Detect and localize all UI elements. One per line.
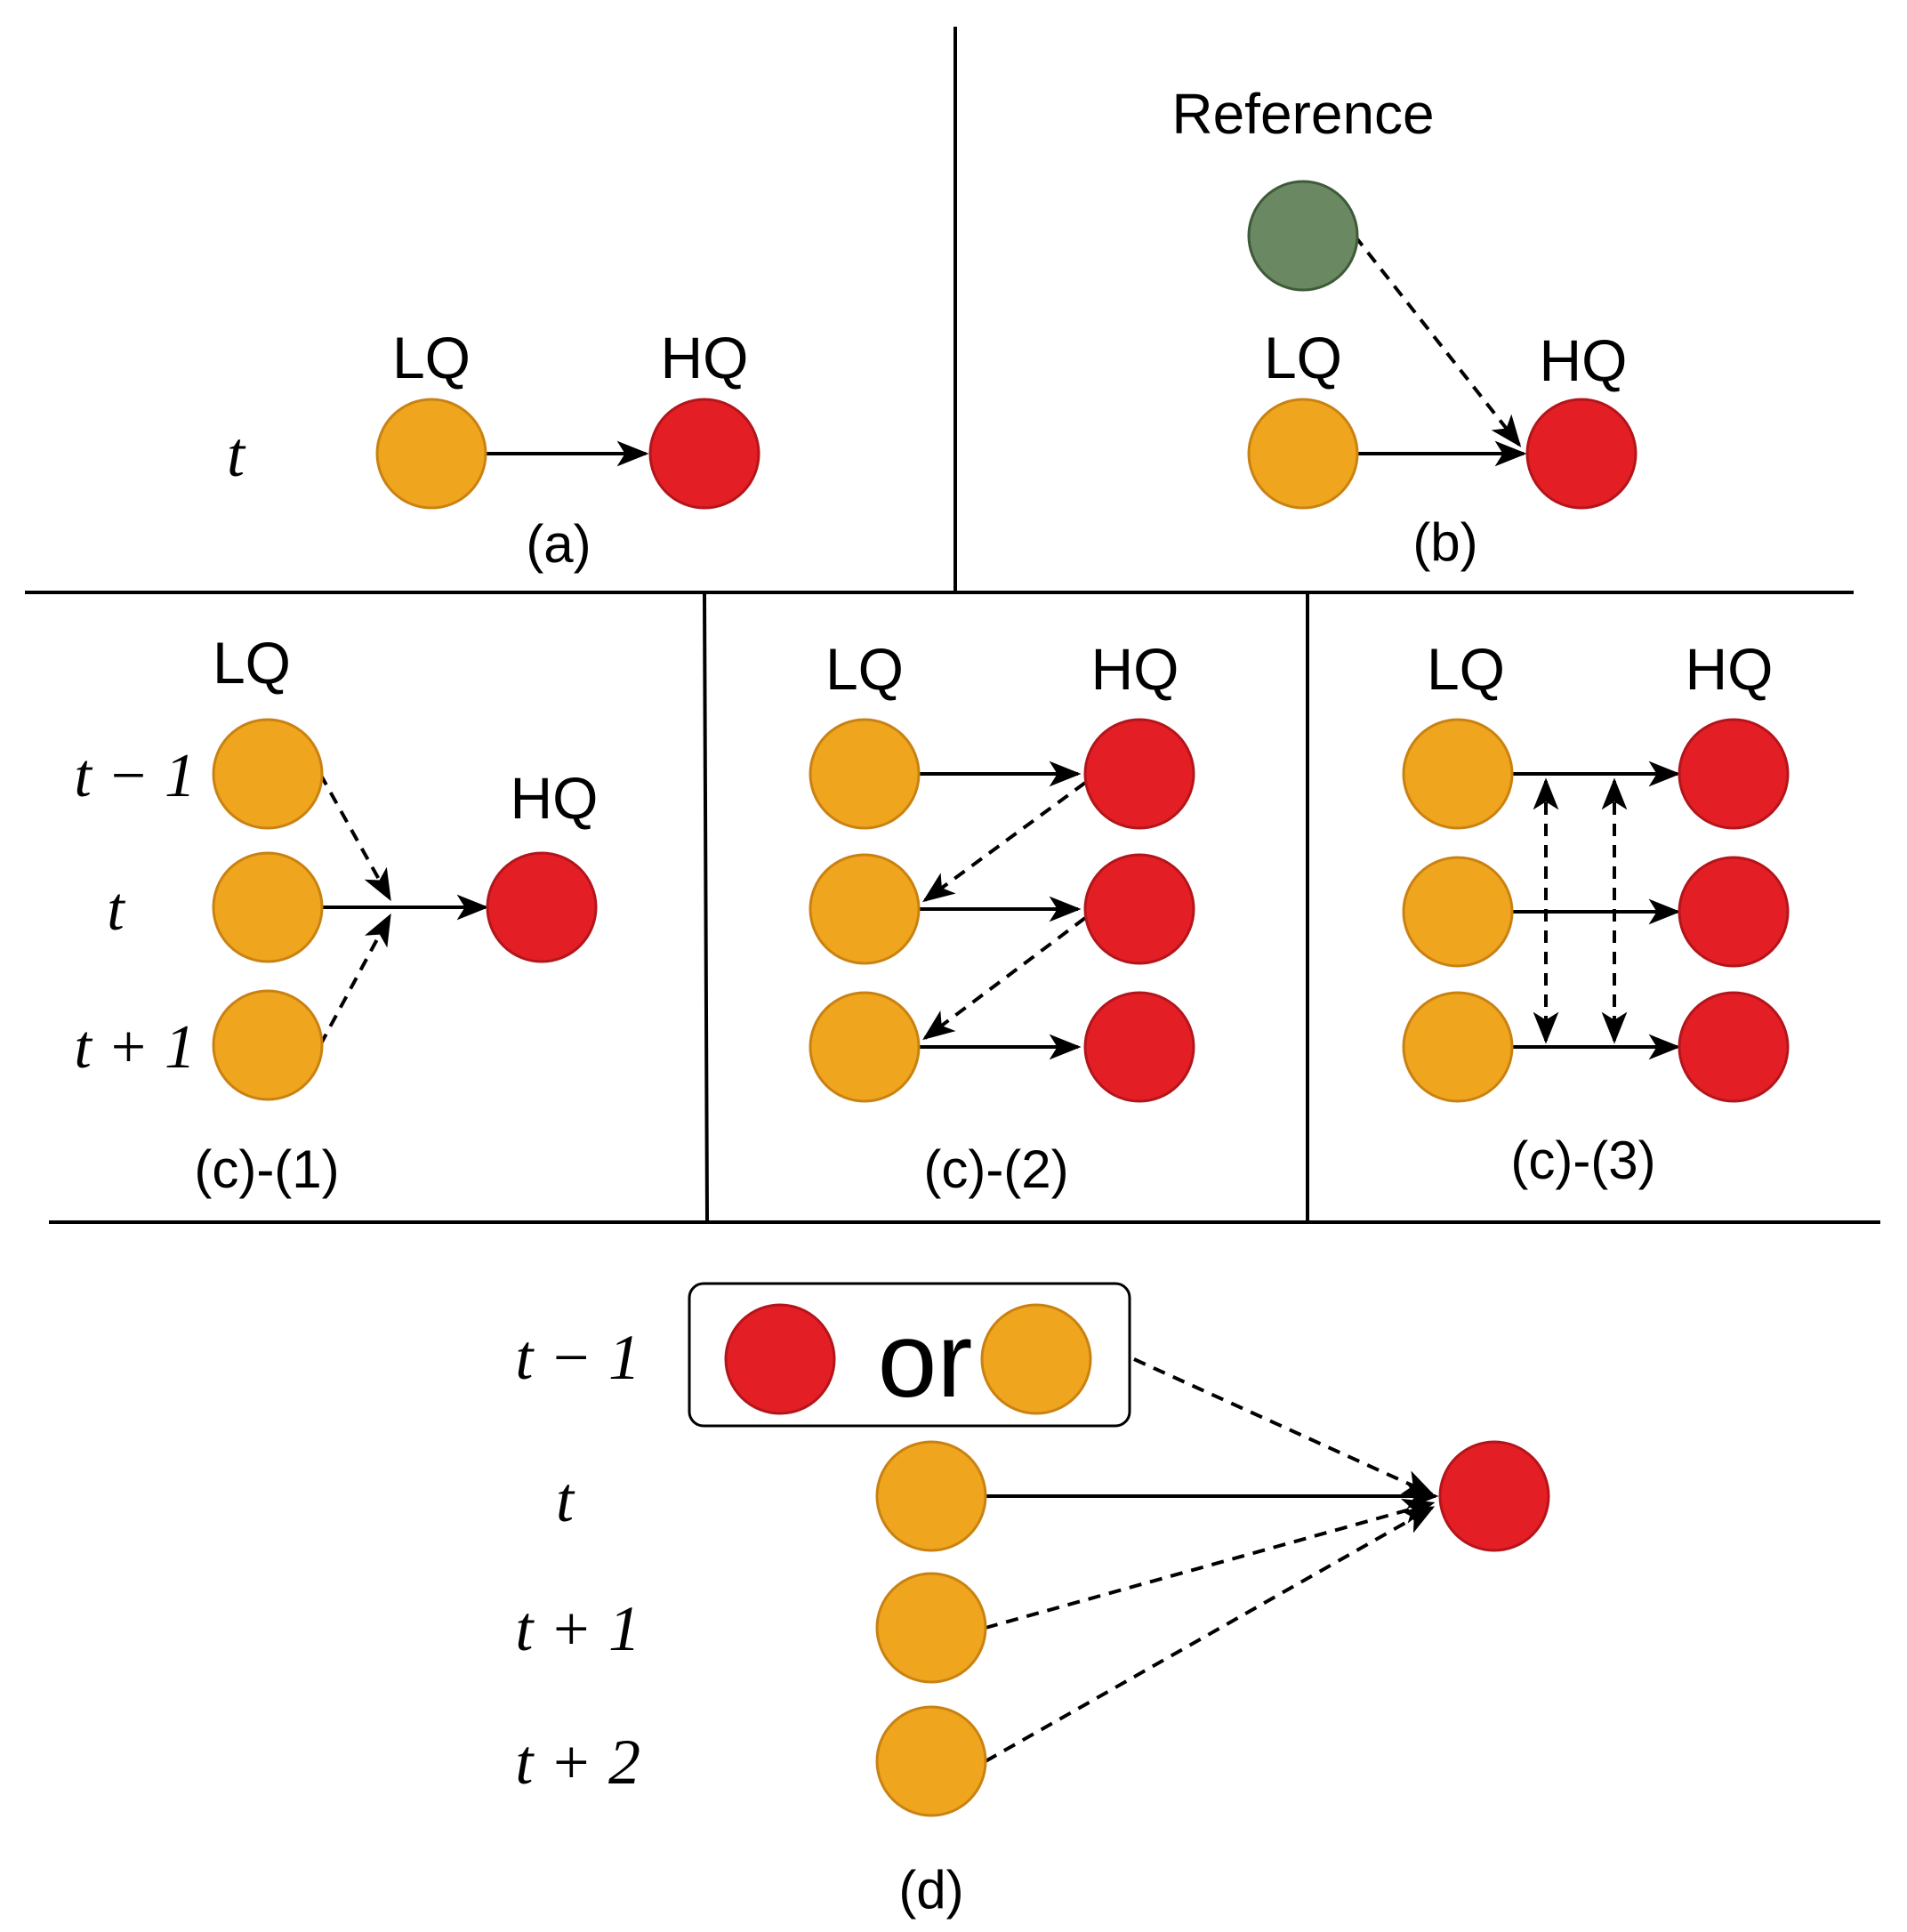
- panel-d-next-arrow: [985, 1498, 1436, 1630]
- panel-c2-lq-label: LQ: [825, 636, 904, 702]
- panel-b-reference-arrow: [1353, 234, 1522, 447]
- panel-c1: LQ HQ t − 1 t t + 1 (c)-(1): [74, 630, 598, 1199]
- panel-d-time-label-prev: t − 1: [515, 1322, 640, 1393]
- panel-b-lq-label: LQ: [1264, 325, 1342, 390]
- panel-c1-lq-node-prev: [212, 718, 324, 830]
- panel-b-lq-node: [1247, 398, 1359, 510]
- panel-d-previous-arrow: [1133, 1357, 1436, 1496]
- panel-c3-lq-node-3: [1402, 991, 1514, 1103]
- panel-c2-propagation-arrow-2: [922, 916, 1087, 1041]
- panel-c3-hq-label: HQ: [1686, 636, 1774, 702]
- panel-b-reference-node: [1247, 180, 1359, 292]
- panel-c3-hq-node-1: [1678, 718, 1790, 830]
- panel-a-caption: (a): [526, 514, 591, 574]
- panel-c3-hq-node-3: [1678, 991, 1790, 1103]
- panel-c1-prev-fusion-arrow: [318, 773, 391, 902]
- panel-c3-hq-node-2: [1678, 856, 1790, 968]
- panel-a-lq-node: [375, 398, 487, 510]
- panel-b-hq-node: [1525, 398, 1637, 510]
- panel-c3-lq-node-2: [1402, 856, 1514, 968]
- panel-c1-time-label-next: t + 1: [74, 1013, 196, 1082]
- panel-c2-hq-node-3: [1083, 991, 1195, 1103]
- panel-d-time-label-current: t: [556, 1464, 575, 1535]
- panel-c3-lq-node-1: [1402, 718, 1514, 830]
- panel-b-reference-label: Reference: [1171, 82, 1434, 146]
- panel-c2-lq-node-3: [809, 991, 921, 1103]
- panel-d: t − 1 t t + 1 t + 2 or (d): [515, 1282, 1550, 1920]
- panel-c2: LQ HQ (c)-(2): [809, 636, 1195, 1199]
- panel-c1-hq-label: HQ: [511, 765, 599, 831]
- panel-d-previous-hq-node: [724, 1303, 836, 1415]
- panel-c2-propagation-arrow-1: [922, 781, 1087, 903]
- panel-a-hq-label: HQ: [661, 325, 749, 390]
- panel-b-hq-label: HQ: [1540, 327, 1628, 393]
- panel-d-lq-node-current: [875, 1440, 987, 1552]
- panel-d-next2-arrow: [985, 1506, 1436, 1763]
- panel-d-time-label-next: t + 1: [515, 1593, 640, 1664]
- panel-c1-lq-label: LQ: [213, 630, 291, 696]
- panel-d-or-label: or: [878, 1300, 973, 1420]
- panel-c3: LQ HQ (c)-(3): [1402, 636, 1790, 1190]
- panel-d-lq-node-next: [875, 1572, 987, 1684]
- panel-c2-lq-node-2: [809, 853, 921, 965]
- panel-c2-hq-node-2: [1083, 853, 1195, 965]
- panel-c2-lq-node-1: [809, 718, 921, 830]
- panel-a: t LQ HQ (a): [227, 325, 760, 574]
- panel-d-time-label-next2: t + 2: [515, 1727, 640, 1798]
- panel-d-previous-lq-node: [980, 1303, 1092, 1415]
- panel-a-time-label: t: [227, 419, 246, 490]
- panel-c2-hq-node-1: [1083, 718, 1195, 830]
- panel-d-caption: (d): [898, 1860, 963, 1920]
- panel-c1-hq-node: [486, 851, 598, 963]
- panel-d-hq-node: [1438, 1440, 1550, 1552]
- panel-c1-caption: (c)-(1): [194, 1139, 339, 1199]
- panel-c3-lq-label: LQ: [1427, 636, 1505, 702]
- panel-c3-caption: (c)-(3): [1510, 1131, 1655, 1190]
- panel-c1-lq-node-current: [212, 851, 324, 963]
- panel-d-lq-node-next2: [875, 1705, 987, 1817]
- panel-c1-lq-node-next: [212, 989, 324, 1101]
- panel-c1-time-label-prev: t − 1: [74, 742, 196, 810]
- divider-middle-left: [703, 593, 709, 1221]
- panel-c2-hq-label: HQ: [1091, 636, 1179, 702]
- panel-c1-next-fusion-arrow: [318, 913, 391, 1046]
- panel-b-caption: (b): [1412, 512, 1477, 572]
- panel-c1-time-label-current: t: [107, 875, 125, 944]
- panel-b: Reference LQ HQ (b): [1171, 82, 1637, 572]
- panel-c2-caption: (c)-(2): [923, 1139, 1068, 1199]
- panel-a-hq-node: [648, 398, 760, 510]
- panel-a-lq-label: LQ: [392, 325, 471, 390]
- panel-dividers: [25, 27, 1880, 1224]
